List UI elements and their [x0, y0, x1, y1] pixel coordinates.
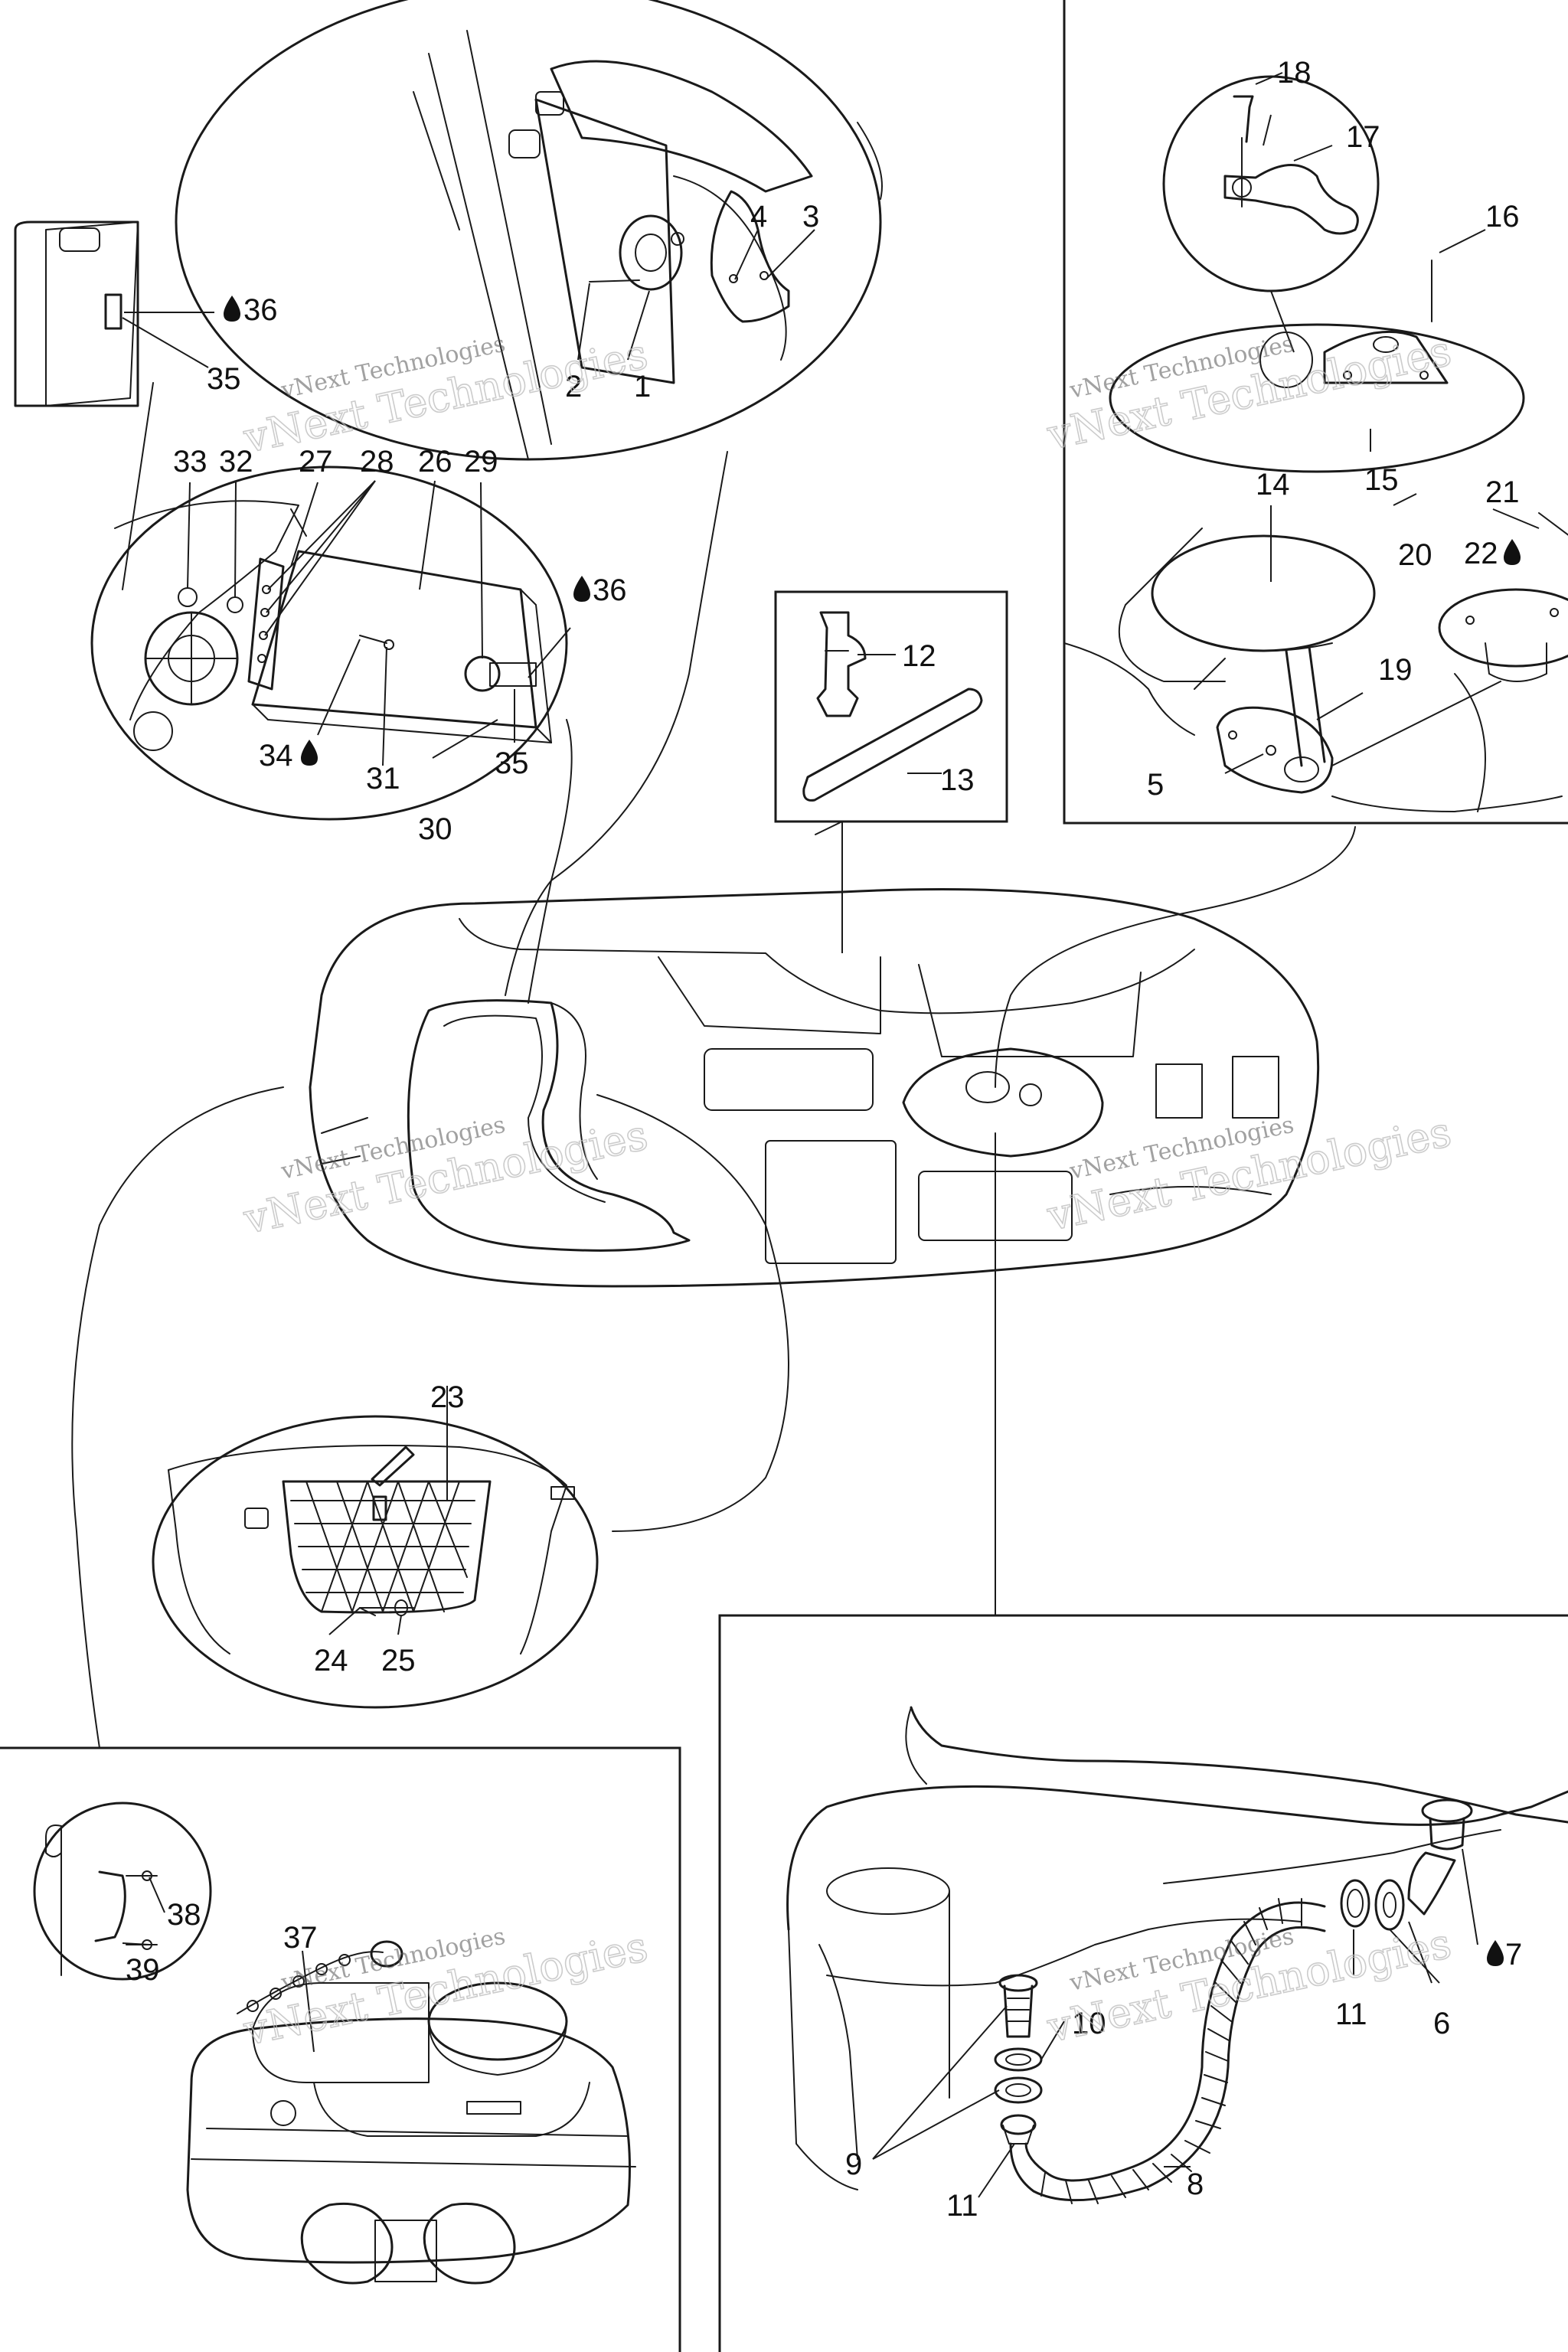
callout-18: 18 — [1277, 56, 1312, 90]
callout-17: 17 — [1346, 120, 1380, 154]
callout-4: 4 — [750, 200, 767, 234]
watermark: vNext Technologies vNext Technologies — [239, 1110, 652, 1244]
detail-tools — [774, 590, 1008, 953]
callout-3: 3 — [802, 200, 819, 234]
callout-21: 21 — [1485, 475, 1520, 509]
detail-net — [152, 1415, 599, 1709]
callout-23: 23 — [430, 1380, 465, 1414]
callout-1: 1 — [634, 370, 651, 403]
callout-20: 20 — [1398, 538, 1432, 572]
callout-22: 22 — [1464, 537, 1498, 570]
detail-stern — [0, 1746, 681, 2352]
connector-lines — [71, 114, 1356, 1749]
callout-26: 26 — [418, 445, 452, 479]
net-mesh — [290, 1481, 475, 1612]
callout-19: 19 — [1378, 653, 1413, 687]
callout-37: 37 — [283, 1921, 318, 1955]
callout-12: 12 — [902, 639, 936, 673]
callout-7: 7 — [1505, 1938, 1522, 1971]
callout-35-lower: 35 — [495, 746, 529, 780]
callout-35-upper: 35 — [207, 362, 241, 396]
callout-25: 25 — [381, 1644, 416, 1677]
callout-10: 10 — [1072, 2007, 1106, 2040]
callout-9: 9 — [845, 2148, 862, 2181]
callout-16: 16 — [1485, 200, 1520, 234]
callout-39: 39 — [126, 1953, 160, 1987]
callout-11-lower: 11 — [946, 2189, 978, 2223]
liquid-drop-icon — [301, 740, 318, 766]
detail-storage-door — [14, 220, 568, 821]
detail-drain — [718, 1614, 1568, 2352]
liquid-drop-icon — [224, 296, 240, 322]
corrugated-hose — [1009, 1898, 1326, 2204]
callout-27: 27 — [299, 445, 333, 479]
liquid-drop-icon — [1487, 1940, 1504, 1966]
callout-13: 13 — [940, 763, 975, 797]
watermark: vNext Technologies vNext Technologies — [1042, 1107, 1455, 1241]
watermark: vNext Technologies vNext Technologies — [239, 329, 652, 463]
callout-33: 33 — [173, 445, 207, 479]
callout-28: 28 — [360, 445, 394, 479]
callout-leaders — [122, 72, 1540, 2198]
watermarks: vNext Technologies vNext Technologies vN… — [239, 326, 1456, 2056]
callout-8: 8 — [1187, 2167, 1204, 2201]
callout-5: 5 — [1147, 768, 1164, 802]
callout-11-upper: 11 — [1335, 1998, 1367, 2031]
boat-top-view — [309, 888, 1320, 1288]
liquid-drop-icon — [1504, 539, 1521, 565]
callout-36-upper: 36 — [243, 293, 278, 327]
callout-34: 34 — [259, 739, 293, 773]
detail-seat-post — [1063, 0, 1568, 825]
detail-hatch-cover — [175, 0, 883, 461]
callout-24: 24 — [314, 1644, 348, 1677]
watermark: vNext Technologies vNext Technologies — [1042, 326, 1455, 460]
liquid-drop-icons — [224, 296, 1521, 1966]
callout-30: 30 — [418, 812, 452, 846]
callout-29: 29 — [464, 445, 498, 479]
callout-32: 32 — [219, 445, 253, 479]
callout-2: 2 — [565, 370, 582, 403]
callout-labels: 1 2 3 4 5 6 7 8 9 10 11 11 12 13 14 15 1… — [126, 56, 1522, 2223]
callout-14: 14 — [1256, 468, 1290, 501]
callout-15: 15 — [1364, 463, 1399, 497]
callout-38: 38 — [167, 1898, 201, 1932]
watermark: vNext Technologies vNext Technologies — [239, 1922, 652, 2056]
callout-31: 31 — [366, 762, 400, 795]
callout-6: 6 — [1433, 2007, 1450, 2040]
callout-36-lower: 36 — [593, 573, 627, 607]
liquid-drop-icon — [573, 576, 590, 602]
